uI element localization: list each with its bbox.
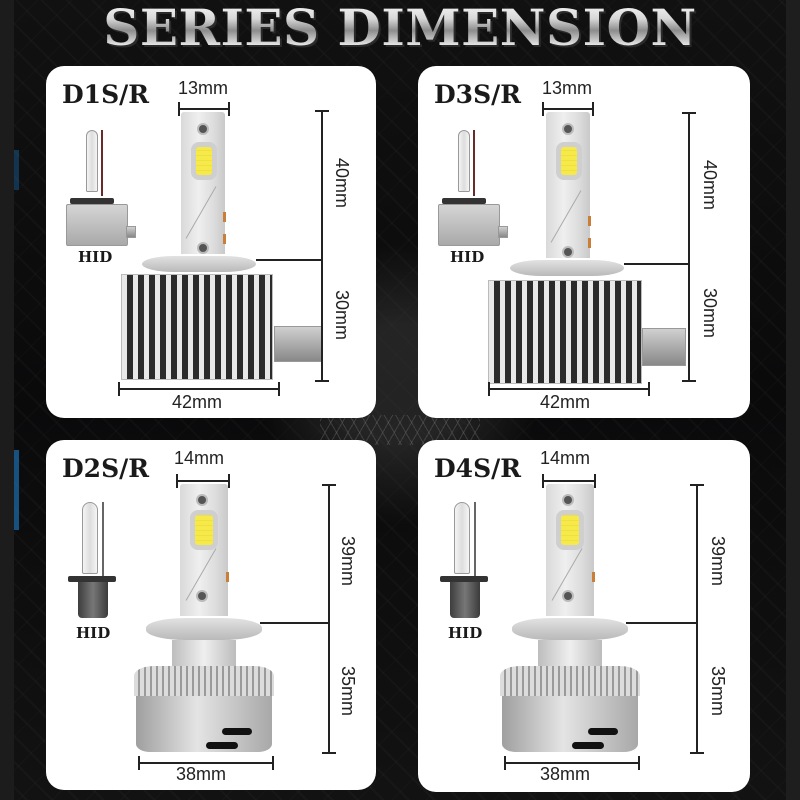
upper-height-label: 40mm: [700, 160, 720, 211]
tick: [322, 752, 336, 754]
model-label: D2S/R: [62, 454, 150, 483]
base-width-label: 42mm: [540, 392, 591, 412]
hid-label: HID: [448, 624, 483, 642]
stem-width-dimension: [176, 474, 230, 488]
tick: [682, 380, 696, 382]
upper-height-label: 40mm: [332, 158, 352, 209]
hid-label: HID: [78, 248, 113, 266]
tick: [322, 484, 336, 486]
stem-width-label: 14mm: [174, 448, 225, 468]
base-width-dimension: [118, 382, 280, 396]
hid-label: HID: [76, 624, 111, 642]
panel-d3s: D3S/R HID 13mm 40mm 30mm 42mm: [418, 66, 750, 418]
blue-glow-accent: [14, 150, 19, 190]
tick: [315, 380, 329, 382]
panel-d2s: D2S/R HID 14mm 39mm 35mm 38mm: [46, 440, 376, 790]
page-title: SERIES DIMENSION: [0, 0, 800, 57]
reference-line: [256, 259, 322, 261]
model-label: D3S/R: [434, 80, 522, 109]
base-width-dimension: [138, 756, 274, 770]
base-width-label: 38mm: [176, 764, 227, 784]
stem-width-label: 14mm: [540, 448, 591, 468]
stem-width-dimension: [542, 102, 594, 116]
panel-d1s: D1S/R HID 13mm 40mm 30mm 42mm: [46, 66, 376, 418]
right-border: [786, 0, 800, 800]
lower-height-label: 35mm: [708, 666, 728, 717]
left-border: [0, 0, 14, 800]
base-width-label: 42mm: [172, 392, 223, 412]
base-width-dimension: [488, 382, 650, 396]
tick: [690, 484, 704, 486]
base-width-dimension: [504, 756, 640, 770]
stem-width-label: 13mm: [542, 78, 593, 98]
upper-height-label: 39mm: [708, 536, 728, 587]
tick: [315, 110, 329, 112]
base-width-label: 38mm: [540, 764, 591, 784]
reference-line: [260, 622, 328, 624]
lower-height-label: 30mm: [332, 290, 352, 341]
tick: [690, 752, 704, 754]
reference-line: [624, 263, 688, 265]
blue-glow-accent: [14, 450, 19, 530]
height-dimension-line: [328, 484, 330, 754]
lower-height-label: 35mm: [338, 666, 358, 717]
model-label: D4S/R: [434, 454, 522, 483]
model-label: D1S/R: [62, 80, 150, 109]
tick: [682, 112, 696, 114]
height-dimension-line: [696, 484, 698, 754]
lower-height-label: 30mm: [700, 288, 720, 339]
reference-line: [626, 622, 696, 624]
height-dimension-line: [321, 110, 323, 382]
height-dimension-line: [688, 112, 690, 382]
panel-d4s: D4S/R HID 14mm 39mm 35mm 38mm: [418, 440, 750, 792]
hid-label: HID: [450, 248, 485, 266]
stem-width-label: 13mm: [178, 78, 229, 98]
stem-width-dimension: [542, 474, 596, 488]
upper-height-label: 39mm: [338, 536, 358, 587]
stem-width-dimension: [178, 102, 230, 116]
